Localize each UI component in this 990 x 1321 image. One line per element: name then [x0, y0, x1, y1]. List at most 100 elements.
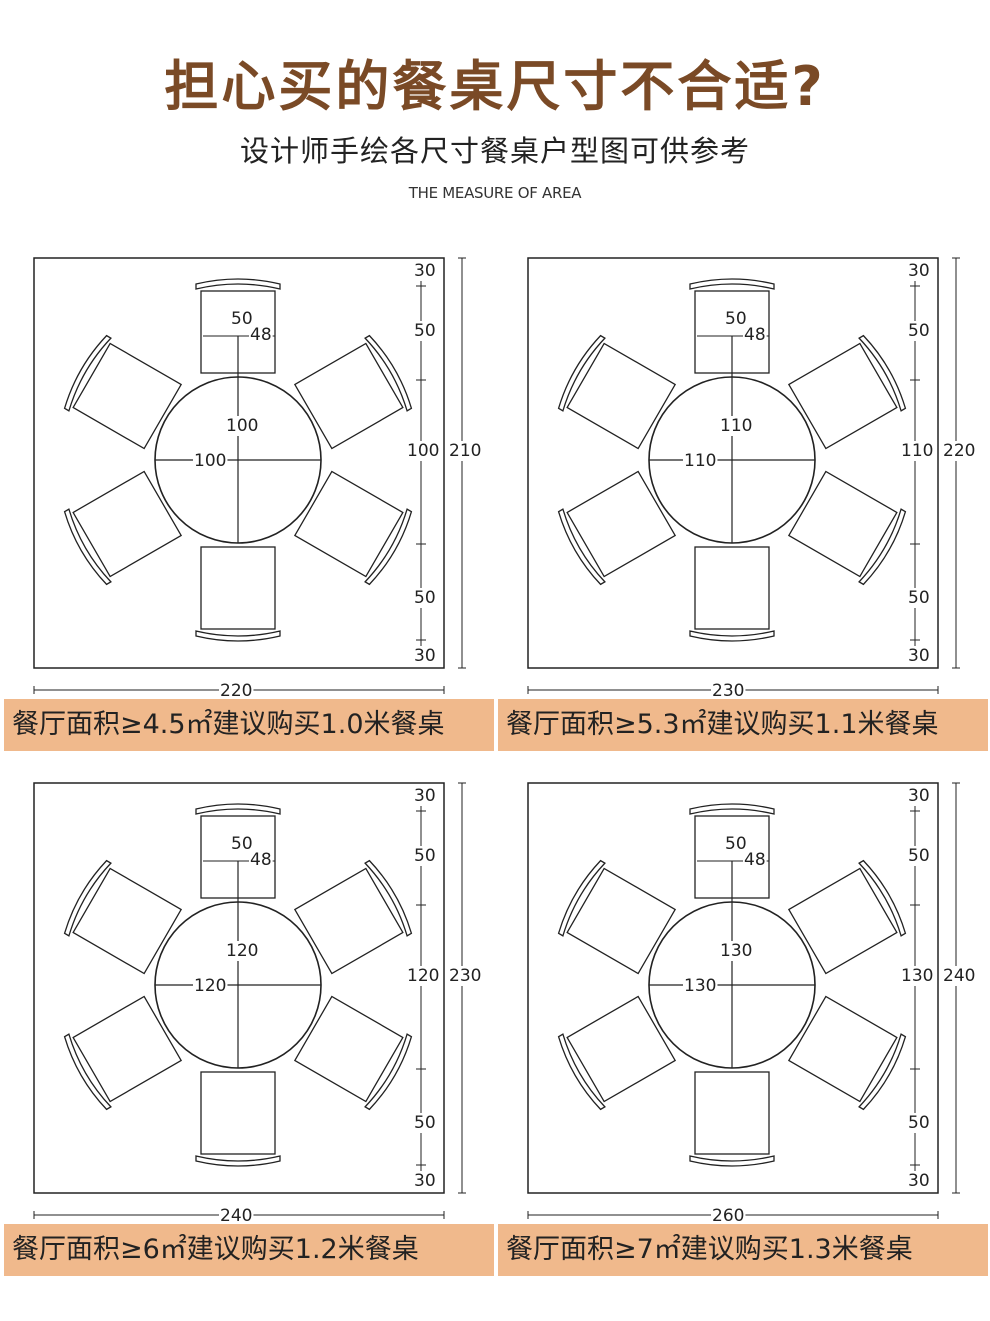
chair-back	[195, 803, 281, 815]
label-background	[219, 681, 254, 697]
chair-seat	[566, 342, 677, 450]
label-chair-depth: 50	[231, 309, 253, 329]
label-background	[193, 976, 228, 996]
chair-back	[557, 859, 606, 937]
label-top-margin: 30	[414, 261, 436, 281]
label-room-depth: 220	[943, 441, 975, 461]
label-background	[225, 941, 260, 961]
chair-seat	[694, 546, 770, 630]
label-background	[900, 441, 935, 461]
chair	[63, 859, 183, 975]
label-table-horizontal: 130	[684, 976, 716, 996]
floor-plan-drawing: 30 50 50 48 120 120 120 230 50 30 240	[33, 782, 483, 1222]
label-table-side: 130	[901, 966, 933, 986]
chair-seat	[293, 867, 404, 975]
chair-back	[195, 1155, 281, 1167]
label-background	[719, 941, 754, 961]
chair-back	[689, 630, 775, 642]
label-table-vertical: 130	[720, 941, 752, 961]
label-chair-depth: 50	[231, 834, 253, 854]
chair	[787, 859, 907, 975]
label-background	[413, 261, 437, 281]
label-room-width: 260	[712, 1206, 744, 1222]
label-top-margin: 30	[414, 786, 436, 806]
label-background	[413, 786, 437, 806]
label-background	[230, 834, 254, 854]
chair-seat	[787, 342, 898, 450]
label-room-depth: 230	[449, 966, 481, 986]
chair-back	[195, 278, 281, 290]
label-table-side: 110	[901, 441, 933, 461]
area-recommendation-banner: 餐厅面积≥6㎡建议购买1.2米餐桌	[4, 1224, 494, 1276]
chair	[195, 278, 281, 374]
label-chair-width: 48	[744, 850, 766, 870]
label-table-vertical: 120	[226, 941, 258, 961]
label-room-width: 220	[220, 681, 252, 697]
floor-plan-panel-4: 30 50 50 48 130 130 130 240 50 30 260 餐厅…	[494, 777, 988, 1302]
room-outline	[33, 782, 445, 1194]
chair	[293, 859, 413, 975]
label-background	[413, 321, 437, 341]
chair-back	[63, 859, 112, 937]
label-background	[907, 646, 931, 666]
label-background	[907, 1113, 931, 1133]
chair	[787, 995, 907, 1111]
floor-plan-drawing: 30 50 50 48 130 130 130 240 50 30 260	[527, 782, 977, 1222]
label-chair-depth: 50	[725, 309, 747, 329]
chair	[787, 334, 907, 450]
label-background	[413, 588, 437, 608]
chair-seat	[200, 815, 276, 899]
label-chair-top: 50	[908, 846, 930, 866]
label-background	[413, 646, 437, 666]
label-room-width: 230	[712, 681, 744, 697]
chair	[557, 995, 677, 1111]
label-background	[711, 1206, 746, 1222]
label-room-width: 240	[220, 1206, 252, 1222]
room-outline	[527, 782, 939, 1194]
chair-seat	[566, 470, 677, 578]
chair-back	[364, 1033, 413, 1111]
chair	[63, 995, 183, 1111]
label-chair-bottom: 50	[414, 1113, 436, 1133]
chair-back	[689, 278, 775, 290]
label-room-depth: 240	[943, 966, 975, 986]
chair-back	[858, 508, 907, 586]
chair-back	[557, 1033, 606, 1111]
chair-seat	[72, 342, 183, 450]
label-room-depth: 210	[449, 441, 481, 461]
chair-back	[195, 630, 281, 642]
chair	[689, 1071, 775, 1167]
chair	[787, 470, 907, 586]
label-background	[907, 321, 931, 341]
chair-seat	[293, 342, 404, 450]
chair-back	[63, 508, 112, 586]
chair	[689, 278, 775, 374]
chair	[293, 995, 413, 1111]
label-chair-bottom: 50	[414, 588, 436, 608]
label-background	[406, 441, 441, 461]
label-chair-width: 48	[744, 325, 766, 345]
label-background	[249, 325, 273, 345]
chair-back	[364, 334, 413, 412]
label-bottom-margin: 30	[414, 646, 436, 666]
floor-plan-panel-1: 30 50 50 48 100 100 100 210 50 30 220 餐厅…	[0, 252, 494, 777]
chair-back	[689, 1155, 775, 1167]
chair-back	[364, 859, 413, 937]
floor-plan-drawing: 30 50 50 48 100 100 100 210 50 30 220	[33, 257, 483, 697]
chair-seat	[72, 867, 183, 975]
label-background	[724, 309, 748, 329]
label-table-vertical: 100	[226, 416, 258, 436]
label-background	[719, 416, 754, 436]
chair-seat	[200, 290, 276, 374]
chair-seat	[694, 1071, 770, 1155]
area-recommendation-banner: 餐厅面积≥7㎡建议购买1.3米餐桌	[498, 1224, 988, 1276]
area-recommendation-banner: 餐厅面积≥5.3㎡建议购买1.1米餐桌	[498, 699, 988, 751]
label-table-horizontal: 110	[684, 451, 716, 471]
chair-back	[689, 803, 775, 815]
label-chair-width: 48	[250, 850, 272, 870]
label-table-vertical: 110	[720, 416, 752, 436]
label-chair-top: 50	[414, 321, 436, 341]
label-background	[724, 834, 748, 854]
chair-back	[364, 508, 413, 586]
label-chair-bottom: 50	[908, 588, 930, 608]
